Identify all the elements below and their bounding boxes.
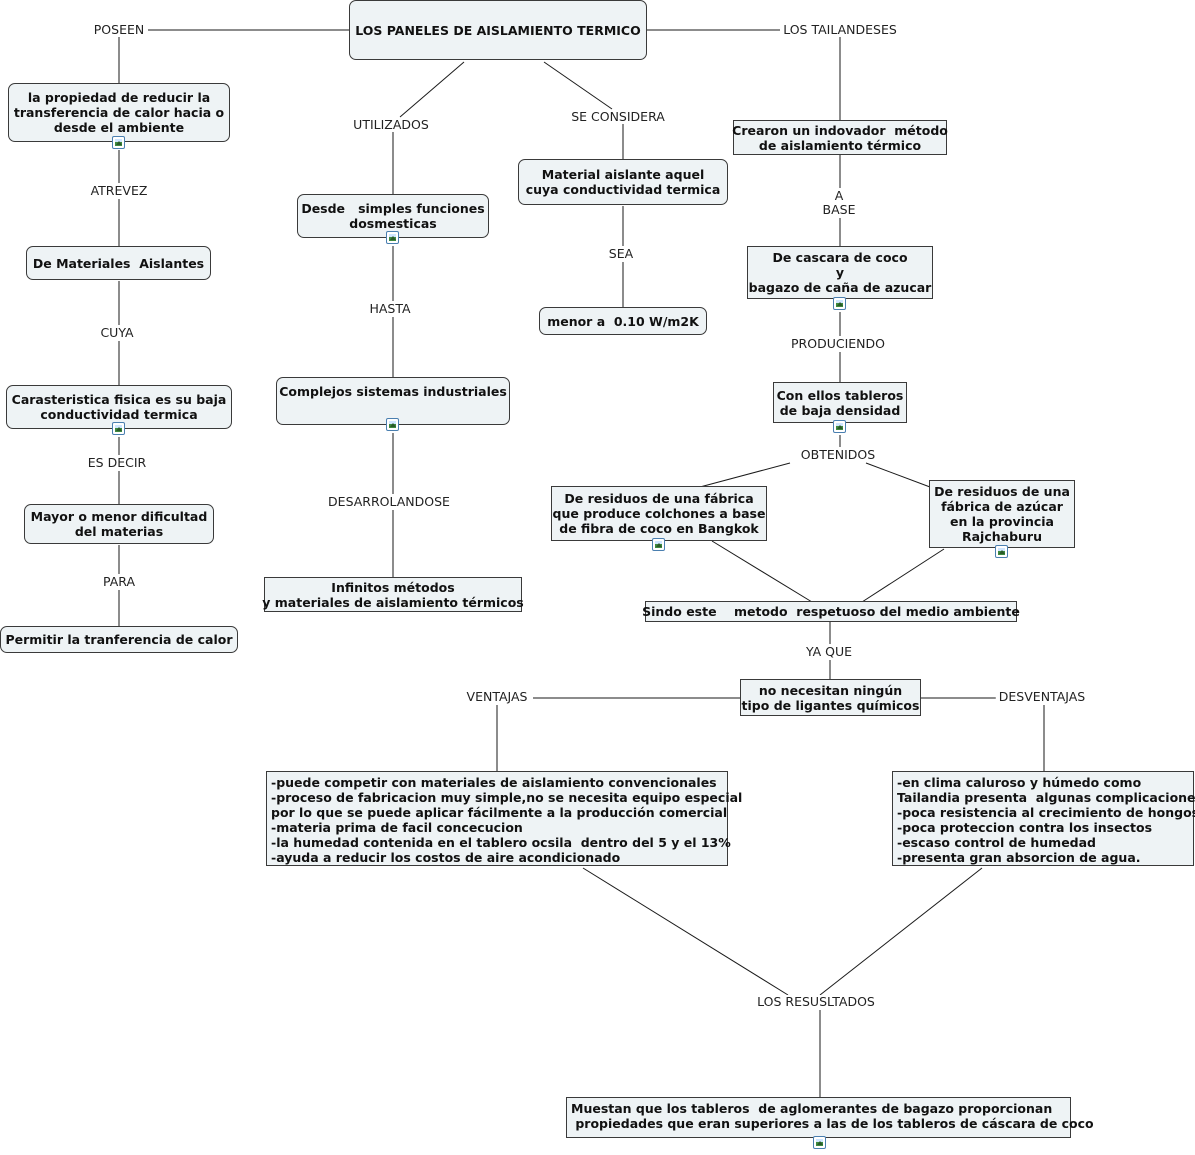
- image-attachment-icon[interactable]: [995, 545, 1008, 558]
- node-dificultad-text: Mayor o menor dificultad del materias: [30, 509, 208, 539]
- image-attachment-icon[interactable]: [386, 231, 399, 244]
- link-label-resultados: LOS RESUSLTADOS: [754, 995, 878, 1009]
- image-attachment-icon[interactable]: [833, 420, 846, 433]
- link-label-a-base: A BASE: [819, 189, 859, 217]
- node-caracteristica-text: Carasteristica fisica es su baja conduct…: [11, 392, 227, 422]
- node-tableros-text: Con ellos tableros de baja densidad: [776, 387, 904, 418]
- node-complejos-text: Complejos sistemas industriales: [279, 384, 507, 399]
- link-label-utilizados: UTILIZADOS: [350, 118, 432, 132]
- node-sindo[interactable]: Sindo este metodo respetuoso del medio a…: [642, 601, 1020, 622]
- node-cascara[interactable]: De cascara de coco y bagazo de caña de a…: [747, 246, 933, 299]
- link-label-produciendo: PRODUCIENDO: [788, 337, 888, 351]
- node-permitir[interactable]: Permitir la tranferencia de calor: [0, 626, 238, 653]
- node-ligantes[interactable]: no necesitan ningún tipo de ligantes quí…: [740, 679, 921, 716]
- link-label-poseen: POSEEN: [90, 23, 148, 37]
- node-tableros[interactable]: Con ellos tableros de baja densidad: [773, 382, 907, 423]
- link-label-ya-que: YA QUE: [802, 645, 856, 659]
- node-residuos1-text: De residuos de una fábrica que produce c…: [552, 491, 766, 536]
- node-ligantes-text: no necesitan ningún tipo de ligantes quí…: [741, 682, 920, 713]
- node-infinitos[interactable]: Infinitos métodos y materiales de aislam…: [262, 577, 524, 612]
- node-residuos1[interactable]: De residuos de una fábrica que produce c…: [551, 486, 767, 541]
- image-attachment-icon[interactable]: [652, 538, 665, 551]
- node-desventajas-list[interactable]: -en clima caluroso y húmedo como Tailand…: [892, 771, 1195, 866]
- node-caracteristica[interactable]: Carasteristica fisica es su baja conduct…: [6, 385, 232, 429]
- node-muestran[interactable]: Muestan que los tableros de aglomerantes…: [566, 1097, 1094, 1138]
- link-label-se-considera: SE CONSIDERA: [568, 110, 668, 124]
- node-muestran-text: Muestan que los tableros de aglomerantes…: [571, 1101, 1094, 1131]
- node-crearon-text: Crearon un indovador método de aislamien…: [732, 122, 948, 153]
- image-attachment-icon[interactable]: [813, 1136, 826, 1149]
- image-attachment-icon[interactable]: [833, 297, 846, 310]
- link-label-desventajas: DESVENTAJAS: [995, 690, 1089, 704]
- node-ventajas-list[interactable]: -puede competir con materiales de aislam…: [266, 771, 742, 866]
- node-propiedad-text: la propiedad de reducir la transferencia…: [13, 90, 225, 135]
- node-permitir-text: Permitir la tranferencia de calor: [5, 632, 233, 647]
- node-infinitos-text: Infinitos métodos y materiales de aislam…: [262, 579, 524, 610]
- node-dificultad[interactable]: Mayor o menor dificultad del materias: [24, 504, 214, 544]
- link-label-desarrolandose: DESARROLANDOSE: [325, 495, 453, 509]
- node-ventajas-list-text: -puede competir con materiales de aislam…: [271, 775, 743, 865]
- node-material[interactable]: Material aislante aquel cuya conductivid…: [518, 159, 728, 205]
- image-attachment-icon[interactable]: [112, 422, 125, 435]
- link-label-sea: SEA: [605, 247, 637, 261]
- page-title: LOS PANELES DE AISLAMIENTO TERMICO: [355, 22, 641, 38]
- node-materiales-text: De Materiales Aislantes: [32, 255, 205, 271]
- node-sindo-text: Sindo este metodo respetuoso del medio a…: [642, 604, 1020, 619]
- link-label-es-decir: ES DECIR: [84, 456, 150, 470]
- node-menor[interactable]: menor a 0.10 W/m2K: [539, 307, 707, 335]
- node-menor-text: menor a 0.10 W/m2K: [547, 313, 699, 329]
- node-desde[interactable]: Desde simples funciones dosmesticas: [297, 194, 489, 238]
- link-label-para: PARA: [99, 575, 139, 589]
- link-label-atrevez: ATREVEZ: [87, 184, 151, 198]
- link-label-cuya: CUYA: [97, 326, 137, 340]
- link-label-ventajas: VENTAJAS: [463, 690, 531, 704]
- node-desde-text: Desde simples funciones dosmesticas: [301, 201, 485, 231]
- node-materiales[interactable]: De Materiales Aislantes: [26, 246, 211, 280]
- node-complejos[interactable]: Complejos sistemas industriales: [276, 377, 510, 425]
- link-label-tailandeses: LOS TAILANDESES: [780, 23, 900, 37]
- main-title-node[interactable]: LOS PANELES DE AISLAMIENTO TERMICO: [349, 0, 647, 60]
- image-attachment-icon[interactable]: [112, 136, 125, 149]
- node-desventajas-list-text: -en clima caluroso y húmedo como Tailand…: [897, 775, 1195, 865]
- link-label-hasta: HASTA: [366, 302, 414, 316]
- link-label-obtenidos: OBTENIDOS: [797, 448, 879, 462]
- image-attachment-icon[interactable]: [386, 418, 399, 431]
- node-crearon[interactable]: Crearon un indovador método de aislamien…: [732, 120, 948, 155]
- node-propiedad[interactable]: la propiedad de reducir la transferencia…: [8, 83, 230, 142]
- node-cascara-text: De cascara de coco y bagazo de caña de a…: [748, 250, 932, 295]
- node-residuos2-text: De residuos de una fábrica de azúcar en …: [934, 484, 1070, 544]
- node-residuos2[interactable]: De residuos de una fábrica de azúcar en …: [929, 480, 1075, 548]
- node-material-text: Material aislante aquel cuya conductivid…: [525, 167, 721, 197]
